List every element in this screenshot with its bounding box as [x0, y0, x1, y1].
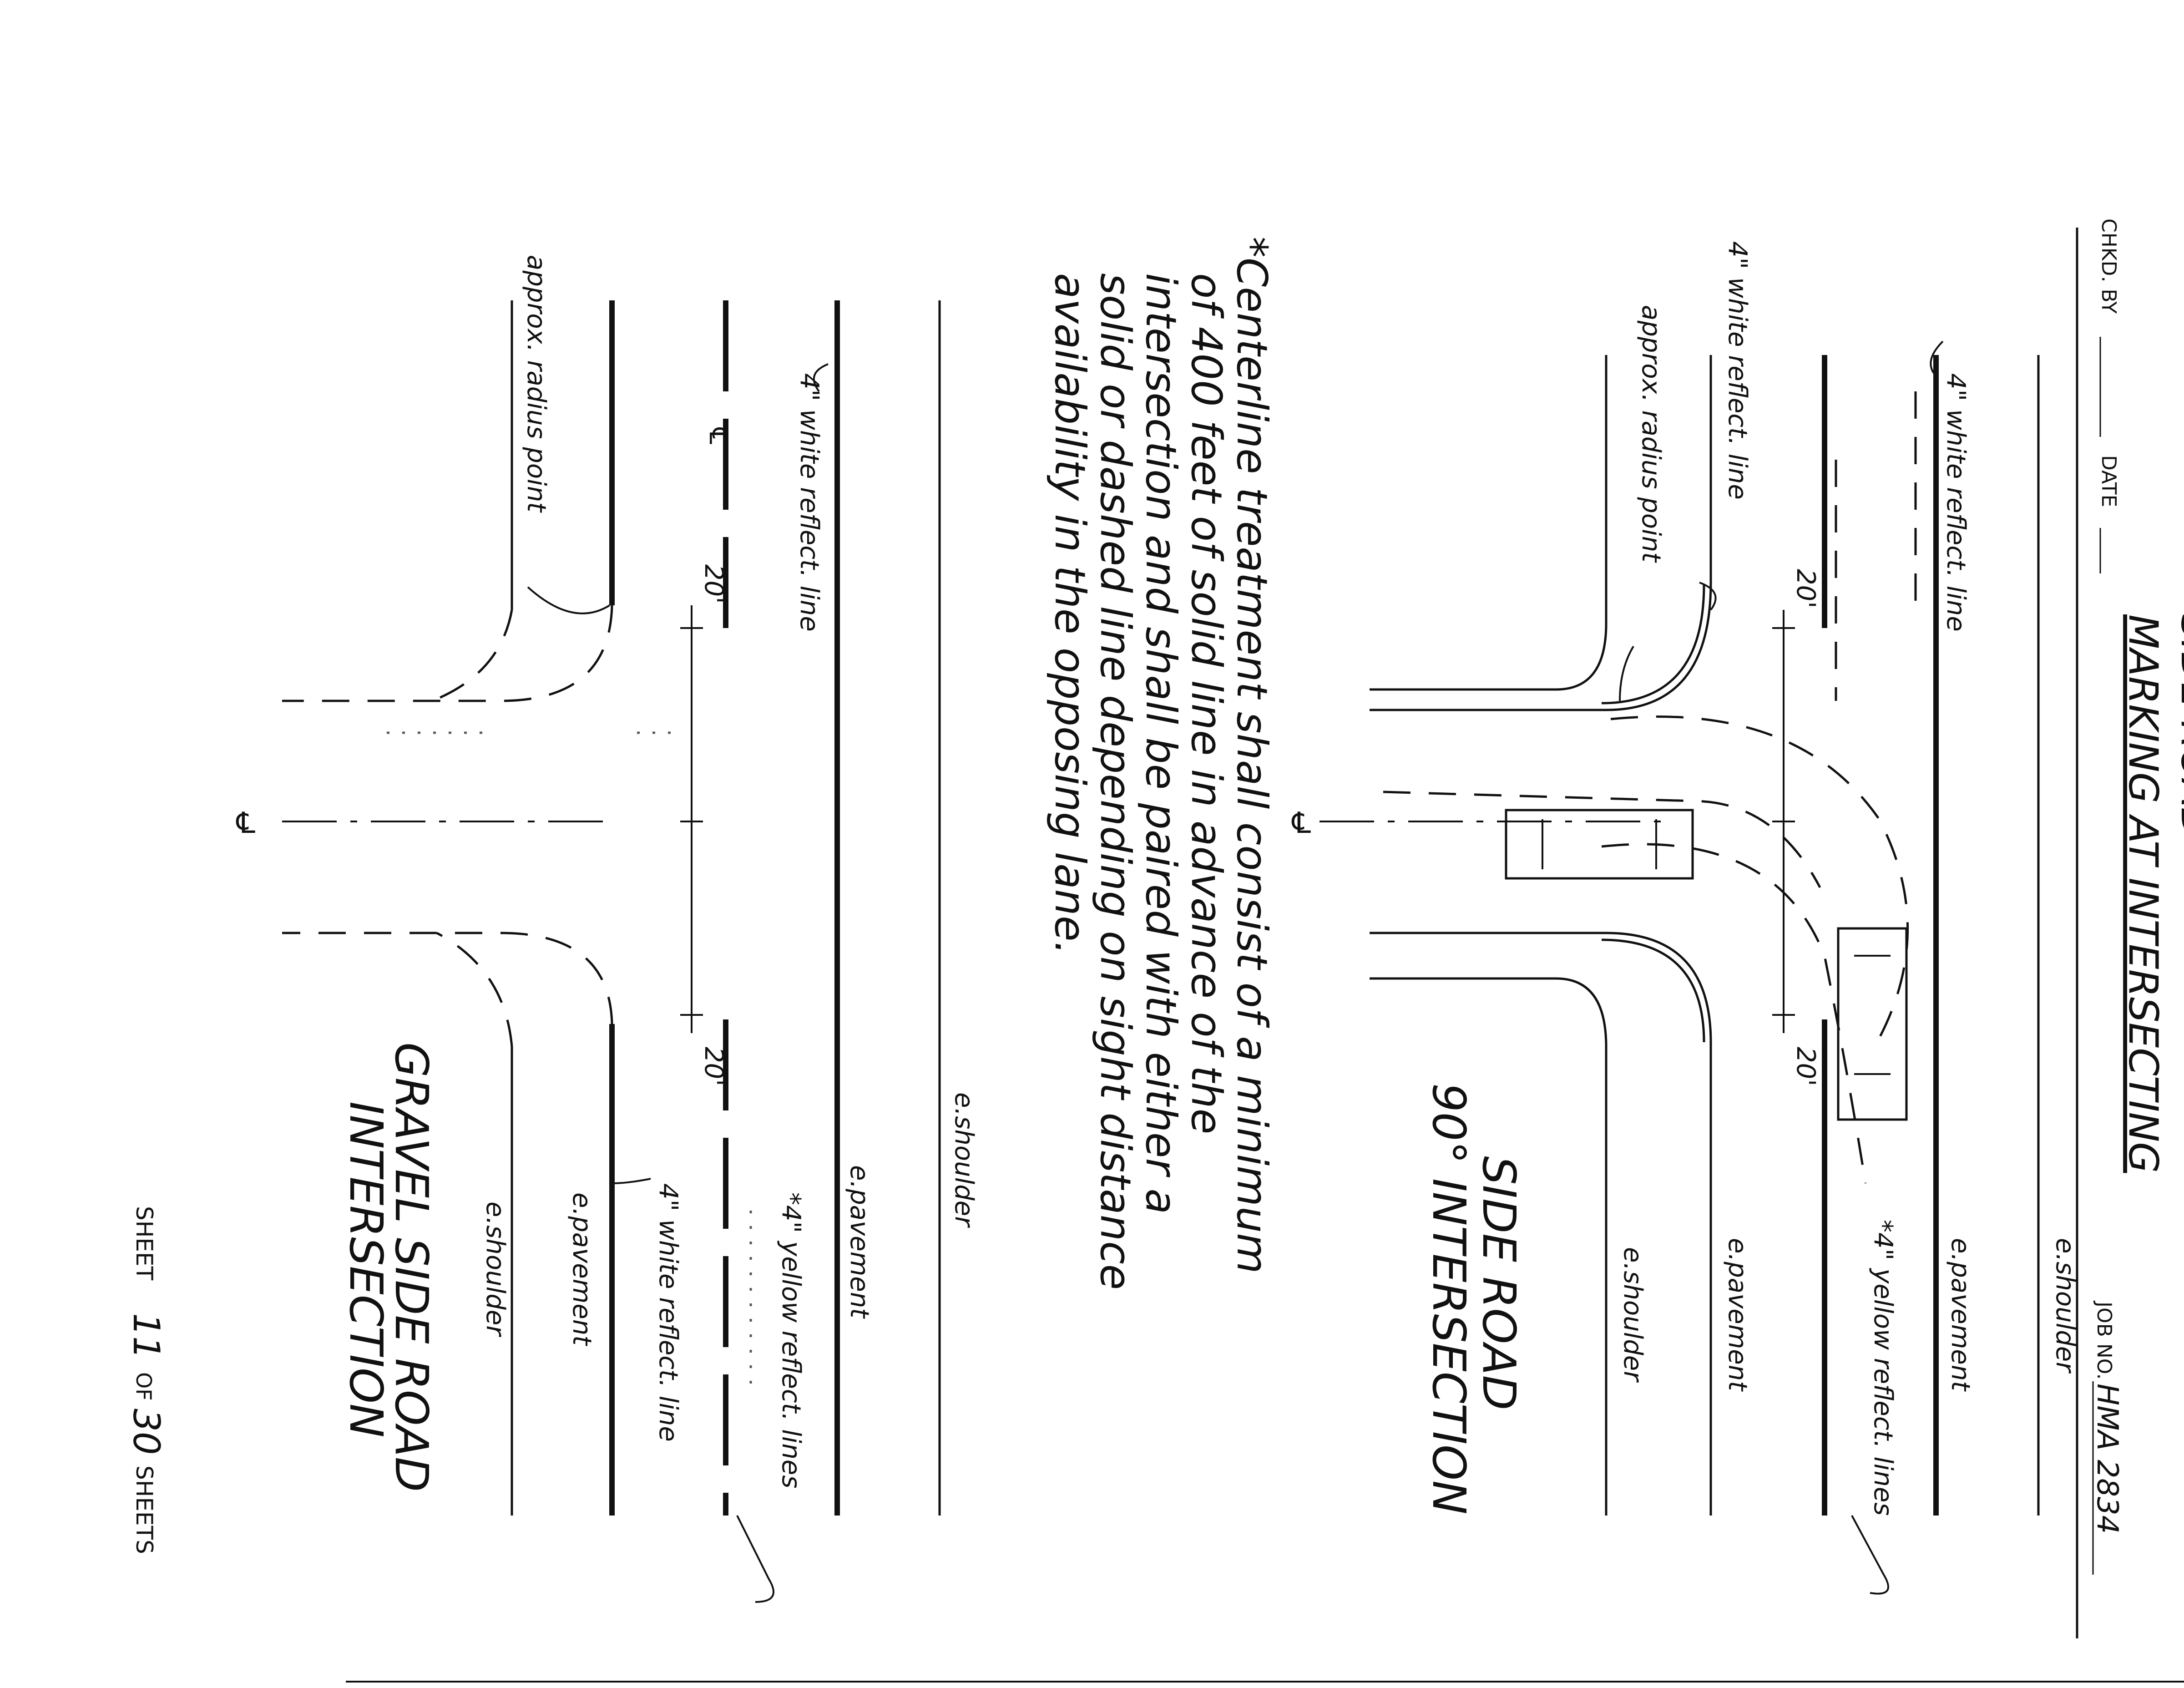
job-no-value: HMA 2834	[2090, 1384, 2124, 1534]
lower-leader-radius	[527, 586, 611, 614]
lower-centerline-symbol: ℄	[236, 806, 255, 840]
lower-return-left-outer	[282, 605, 613, 702]
lower-centerline-symbol-road: ℄	[703, 427, 733, 444]
job-no-label: JOB NO.	[2093, 1300, 2116, 1380]
upper-return-white-left	[1601, 584, 1705, 705]
upper-label-e-pavement-top: e.pavement	[1946, 1238, 1975, 1392]
lower-label-white-reflect-bottom: 4" white reflect. line	[653, 1183, 683, 1442]
upper-label-e-shoulder-bottom: e.shoulder	[1618, 1247, 1648, 1383]
footer-total-sheets: 30	[125, 1409, 167, 1455]
lower-leader-yellow	[736, 1515, 774, 1603]
upper-vehicle-mainline	[1837, 927, 1908, 1121]
lower-plan: ℄ ℄ 20' 20' e.shoulder e.pavement *4" ye…	[236, 255, 979, 1603]
sheet-title-line1: MARKING AT INTERSECTING	[2120, 614, 2167, 1173]
note-line-4: solid or dashed line depending on sight …	[1091, 273, 1140, 1290]
upper-leader-white-top	[1930, 340, 1944, 374]
lower-label-white-reflect-top: 4" white reflect. line	[794, 373, 824, 632]
upper-turn-path-2	[1601, 843, 1867, 1184]
lower-dim-right-label: 20'	[699, 1047, 728, 1086]
upper-return-outer-right	[1370, 977, 1608, 1047]
title-block: CHKD. BY DATE MARKING AT INTERSECTING SI…	[2076, 218, 2184, 1638]
upper-label-white-reflect-side: 4" white reflect. line	[1723, 241, 1752, 500]
centerline-note: *Centerline treatment shall consist of a…	[1046, 237, 1276, 1290]
upper-label-yellow-reflect: *4" yellow reflect. lines	[1868, 1220, 1898, 1516]
lower-label-e-pavement-top: e.pavement	[844, 1165, 874, 1319]
upper-plan: ℄ 20' 20' e.shoulder e.pavement 4" white…	[1291, 241, 2080, 1595]
sheet-title-line2: SIDE ROAD	[2172, 614, 2184, 838]
upper-dim-right-label: 20'	[1791, 1047, 1820, 1086]
chkd-by-label: CHKD. BY	[2097, 218, 2120, 314]
lower-return-right-outer	[282, 932, 613, 1024]
upper-label-white-reflect-top: 4" white reflect. line	[1941, 373, 1971, 632]
upper-leader-white-side	[1699, 582, 1717, 611]
upper-label-e-pavement-bottom: e.pavement	[1723, 1238, 1752, 1392]
upper-return-white-right	[1601, 938, 1705, 1043]
note-line-2: of 400 feet of solid line in advance of …	[1182, 273, 1231, 1134]
upper-label-approx-radius: approx. radius point	[1636, 305, 1666, 563]
footer-sheets-label: SHEETS	[131, 1465, 157, 1554]
upper-plan-title-line1: SIDE ROAD	[1472, 1156, 1526, 1410]
lower-label-approx-radius: approx. radius point	[521, 255, 551, 513]
upper-dimension	[1772, 610, 1795, 1033]
upper-centerline-symbol: ℄	[1291, 806, 1311, 840]
footer-sheet-number: 11	[125, 1313, 167, 1359]
lower-return-right-inner	[436, 932, 513, 1047]
footer-of-label: OF	[131, 1372, 156, 1401]
note-line-1: *Centerline treatment shall consist of a…	[1228, 237, 1276, 1274]
note-line-5: availability in the opposing lane.	[1046, 273, 1094, 955]
note-line-3: intersection and shall be paired with ei…	[1137, 273, 1185, 1214]
lower-label-e-shoulder-top: e.shoulder	[949, 1092, 979, 1228]
upper-return-inner-right	[1370, 932, 1712, 1043]
lower-plan-title-line1: GRAVEL SIDE ROAD	[385, 1042, 438, 1492]
upper-dim-left-label: 20'	[1791, 569, 1820, 608]
lower-dimension	[680, 605, 703, 1033]
upper-return-inner-left	[1370, 582, 1712, 711]
upper-return-outer-left	[1370, 623, 1608, 691]
lower-label-e-shoulder-bottom: e.shoulder	[480, 1201, 510, 1337]
lower-plan-title-line2: INTERSECTION	[339, 1101, 393, 1438]
sheet-footer: SHEET 11 OF 30 SHEETS	[125, 1206, 167, 1554]
date-label: DATE	[2097, 455, 2120, 507]
upper-leader-yellow	[1851, 1515, 1889, 1595]
footer-sheet-label: SHEET	[131, 1206, 157, 1281]
lower-dim-left-label: 20'	[699, 564, 728, 604]
lower-label-yellow-reflect: *4" yellow reflect. lines	[776, 1192, 806, 1488]
lower-label-e-pavement-bottom: e.pavement	[567, 1192, 597, 1346]
upper-turn-path-3	[1383, 791, 1821, 888]
upper-plan-title-line2: 90° INTERSECTION	[1422, 1083, 1476, 1515]
lower-leader-white-bottom	[612, 1178, 651, 1184]
lower-return-left-inner	[432, 609, 513, 702]
lower-leader-white-top	[813, 363, 829, 392]
upper-label-e-shoulder-top: e.shoulder	[2050, 1238, 2080, 1374]
upper-leader-radius	[1619, 645, 1634, 701]
upper-vehicle-turning	[1505, 809, 1694, 880]
upper-turn-path-1	[1610, 715, 1909, 1048]
